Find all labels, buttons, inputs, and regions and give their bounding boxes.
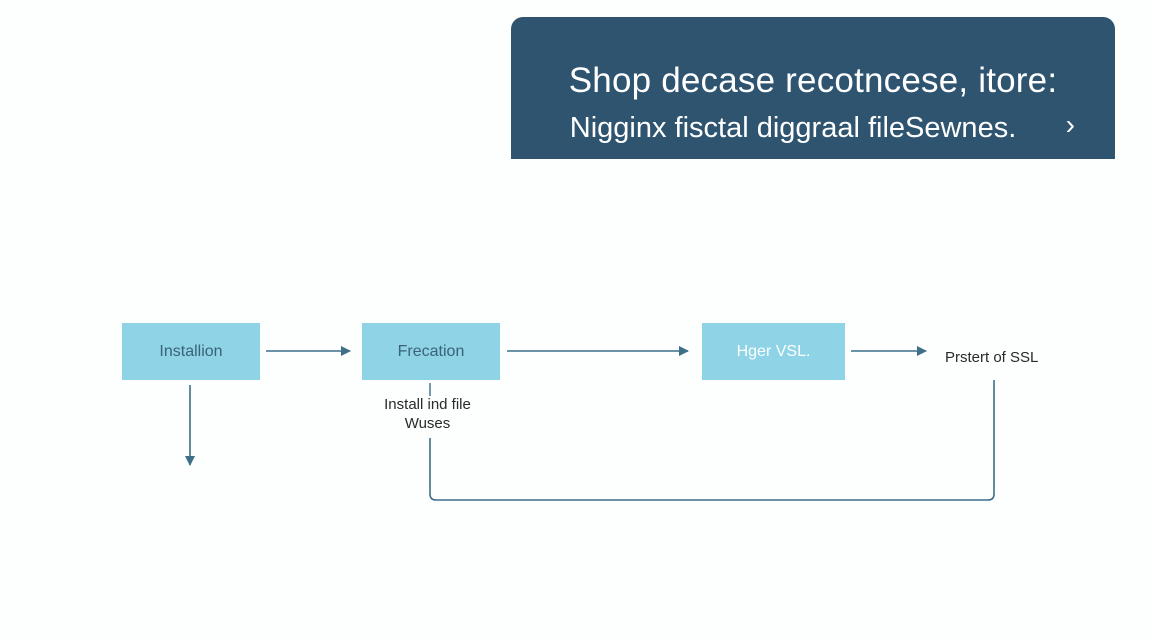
node-frecation: Frecation — [362, 323, 500, 380]
banner-subtitle: Nigginx fisctal diggraal fileSewnes. — [569, 112, 1017, 144]
install-note-line1: Install ind file — [384, 396, 471, 413]
header-banner: Shop decase recotncese, itore: Nigginx f… — [511, 17, 1115, 159]
loop-connector — [429, 380, 995, 501]
banner-title: Shop decase recotncese, itore: — [568, 61, 1058, 100]
node-prstert-ssl: Prstert of SSL — [945, 349, 1038, 366]
node-installion-label: Installion — [159, 342, 223, 360]
node-hger-vsl-label: Hger VSL. — [736, 342, 811, 360]
install-note: Install ind file Wuses — [370, 395, 485, 433]
node-prstert-ssl-label: Prstert of SSL — [945, 349, 1039, 366]
node-installion: Installion — [122, 323, 260, 380]
node-hger-vsl: Hger VSL. — [702, 323, 845, 380]
node-frecation-label: Frecation — [397, 342, 465, 360]
chevron-right-icon[interactable]: › — [1065, 109, 1075, 140]
install-note-line2: Wuses — [404, 415, 451, 432]
